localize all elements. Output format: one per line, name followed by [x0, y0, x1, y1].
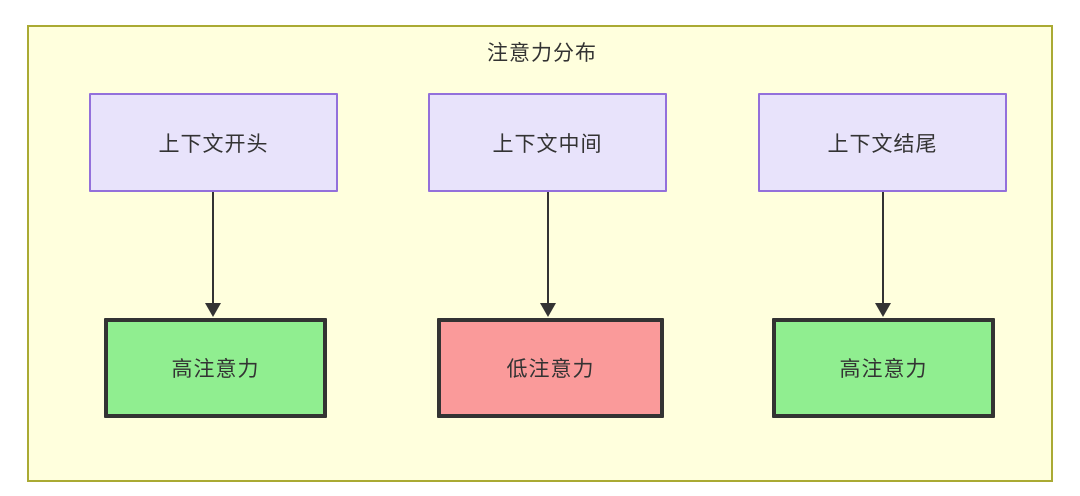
diagram-title: 注意力分布 [487, 42, 597, 65]
node-high-attention-start-label: 高注意力 [171, 358, 260, 381]
arrowhead-icon [205, 303, 221, 317]
edge-ctx-end-to-high-attn [882, 192, 884, 304]
node-ctx-start-label: 上下文开头 [158, 132, 269, 156]
node-ctx-end[interactable]: 上下文结尾 [758, 93, 1007, 192]
node-ctx-end-label: 上下文结尾 [827, 132, 938, 156]
node-high-attention-start[interactable]: 高注意力 [104, 318, 327, 418]
edge-ctx-middle-to-low-attn [547, 192, 549, 304]
node-ctx-middle-label: 上下文中间 [492, 132, 603, 156]
arrowhead-icon [540, 303, 556, 317]
node-ctx-start[interactable]: 上下文开头 [89, 93, 338, 192]
node-ctx-middle[interactable]: 上下文中间 [428, 93, 667, 192]
arrowhead-icon [875, 303, 891, 317]
node-high-attention-end[interactable]: 高注意力 [772, 318, 995, 418]
edge-ctx-start-to-high-attn [212, 192, 214, 304]
node-high-attention-end-label: 高注意力 [839, 358, 928, 381]
node-low-attention-middle[interactable]: 低注意力 [437, 318, 664, 418]
node-low-attention-middle-label: 低注意力 [506, 358, 595, 381]
